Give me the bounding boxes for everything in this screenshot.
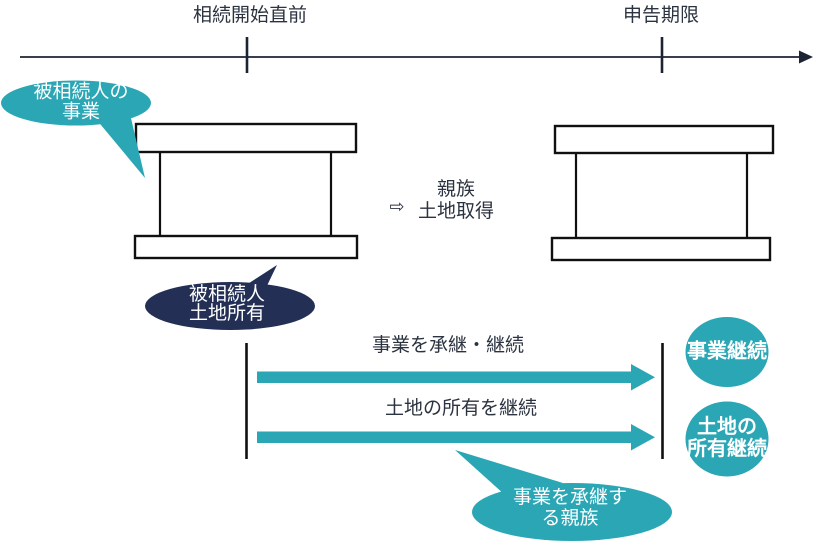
callout-decedent-land-line1: 被相続人 bbox=[188, 284, 266, 305]
callout-decedent-business-line2: 事業 bbox=[61, 101, 101, 122]
callout-decedent-business-bubble bbox=[1, 80, 151, 178]
transfer-note: 親族 土地取得 bbox=[418, 179, 494, 223]
outcome-land-line2: 所有継続 bbox=[687, 438, 767, 460]
flow-business-label: 事業を承継・継続 bbox=[371, 335, 525, 357]
callout-successor-relative-line1: 事業を承継す bbox=[512, 487, 628, 508]
building-after-icon bbox=[550, 124, 775, 262]
outcome-land-line1: 土地の bbox=[697, 416, 757, 438]
transfer-arrow-icon: ⇨ bbox=[389, 196, 405, 217]
transfer-note-line2: 土地取得 bbox=[417, 201, 495, 222]
outcome-business-label: 事業継続 bbox=[687, 340, 767, 363]
flow-arrow-land bbox=[257, 424, 655, 451]
building-before-icon bbox=[133, 122, 359, 260]
flow-land-label: 土地の所有を継続 bbox=[384, 398, 538, 420]
callout-decedent-land-text: 被相続人 土地所有 bbox=[189, 285, 265, 323]
callout-successor-relative-text: 事業を承継す る親族 bbox=[513, 487, 627, 529]
timeline-label-filing-deadline: 申告期限 bbox=[622, 5, 700, 27]
outcome-business-circle bbox=[685, 317, 769, 387]
outcome-land-label: 土地の 所有継続 bbox=[687, 416, 767, 460]
flow-arrow-business bbox=[257, 364, 655, 391]
callout-decedent-land-line2: 土地所有 bbox=[188, 303, 266, 324]
transfer-note-line1: 親族 bbox=[436, 179, 476, 200]
callout-decedent-business-text: 被相続人の 事業 bbox=[33, 81, 129, 122]
callout-decedent-business-line1: 被相続人の bbox=[33, 81, 129, 103]
timeline-label-inheritance-start: 相続開始直前 bbox=[192, 5, 308, 27]
timeline-arrowhead-icon bbox=[799, 50, 813, 64]
callout-successor-relative-bubble bbox=[455, 450, 672, 541]
outcome-land-circle bbox=[685, 401, 769, 477]
callout-successor-relative-line2: る親族 bbox=[541, 508, 599, 529]
callout-decedent-land-bubble bbox=[145, 265, 315, 330]
